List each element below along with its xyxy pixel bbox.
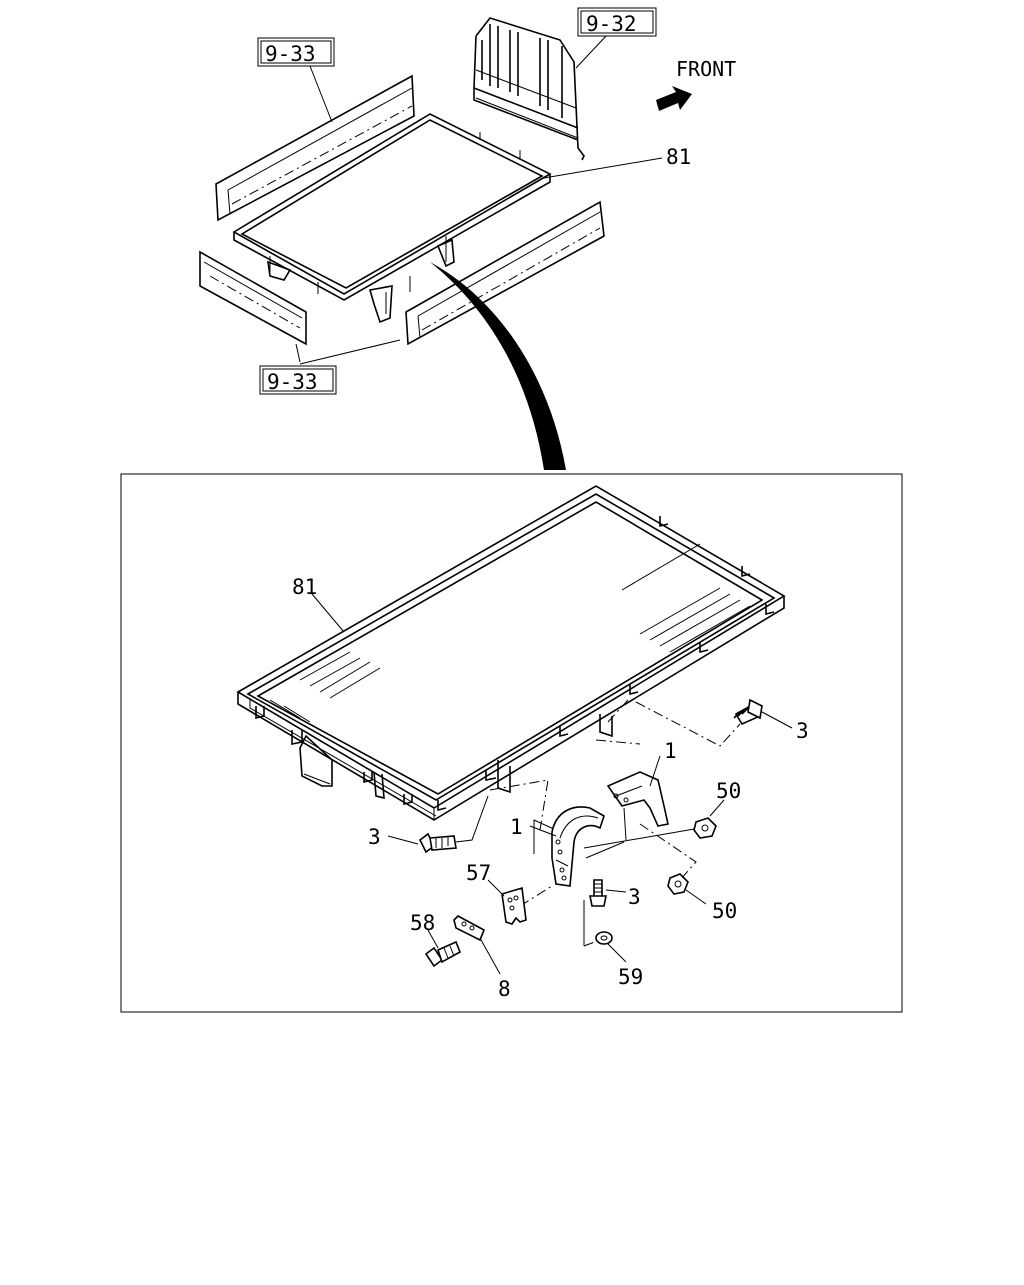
plate-57 xyxy=(501,886,527,925)
platform-overview xyxy=(232,113,552,324)
ref-box-9-33-top: 9-33 xyxy=(257,37,335,67)
side-gate-right xyxy=(405,200,605,346)
ref-box-9-33-bottom: 9-33 xyxy=(259,365,337,395)
callout-8: 8 xyxy=(498,977,511,1001)
bracket-1-left xyxy=(551,806,605,887)
side-gate-top-left xyxy=(215,74,415,222)
leader-9-32 xyxy=(575,35,607,69)
overview-illustration: FRONT 9-33 9-32 xyxy=(199,7,736,470)
callout-59: 59 xyxy=(618,965,643,989)
bracket-1-upper xyxy=(606,771,669,827)
leader-81-top xyxy=(543,157,663,179)
assembly-lines xyxy=(455,699,741,947)
front-label: FRONT xyxy=(676,57,736,81)
nut-50-lower xyxy=(667,873,689,895)
zoom-pointer xyxy=(430,262,566,470)
detail-frame xyxy=(120,473,903,1013)
ref-9-33-top-label: 9-33 xyxy=(265,42,316,66)
callout-50-upper: 50 xyxy=(716,779,741,803)
callout-3-mid: 3 xyxy=(628,885,641,909)
ref-9-32-label: 9-32 xyxy=(586,12,637,36)
detail-illustration: 81 3 xyxy=(236,485,809,1001)
plate-8 xyxy=(453,915,486,942)
cab-guard xyxy=(473,17,585,161)
callout-1-upper: 1 xyxy=(664,739,677,763)
rear-gate xyxy=(199,250,307,346)
callout-57: 57 xyxy=(466,861,491,885)
callout-1-left: 1 xyxy=(510,815,523,839)
bolt-3-mid xyxy=(589,879,607,907)
callout-50-lower: 50 xyxy=(712,899,737,923)
ref-box-9-32: 9-32 xyxy=(577,7,657,37)
leader-9-33-top xyxy=(309,65,333,123)
ref-9-33-bottom-label: 9-33 xyxy=(267,370,318,394)
bolt-3-left xyxy=(418,832,457,854)
callout-81-top: 81 xyxy=(666,145,691,169)
washer-59 xyxy=(595,931,613,945)
front-arrow-icon xyxy=(656,86,692,111)
bolt-3-right xyxy=(733,698,763,726)
leader-81-detail xyxy=(311,593,345,633)
leader-9-33-bottom xyxy=(299,339,401,365)
callout-81-detail: 81 xyxy=(292,575,317,599)
callout-3-right: 3 xyxy=(796,719,809,743)
callout-58: 58 xyxy=(410,911,435,935)
nut-50-upper xyxy=(693,817,717,839)
callout-3-left: 3 xyxy=(368,825,381,849)
platform-detail xyxy=(236,485,786,821)
bolt-58 xyxy=(424,940,462,968)
